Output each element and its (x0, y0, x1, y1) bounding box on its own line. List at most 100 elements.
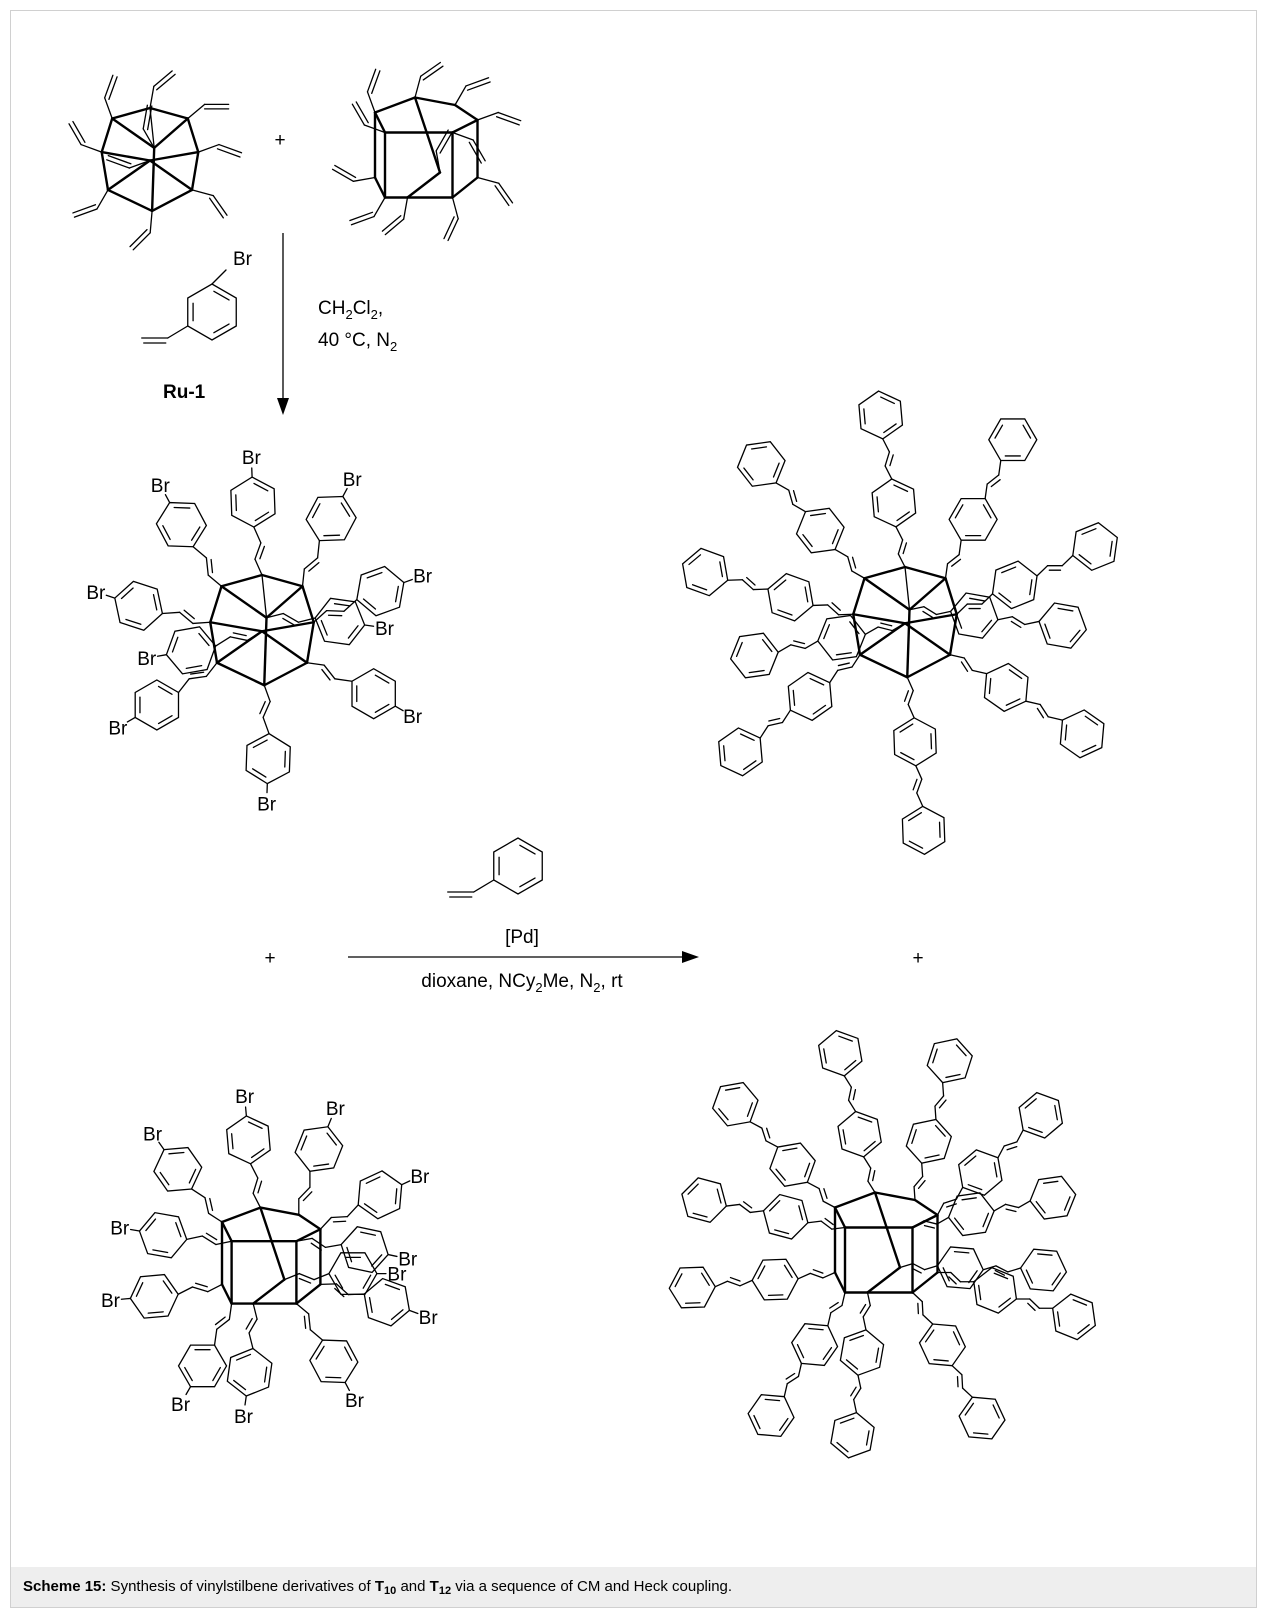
benzene-ring (1018, 1091, 1064, 1139)
benzene-ring (493, 837, 543, 895)
benzene-ring (767, 572, 814, 622)
benzene-ring (309, 1339, 359, 1384)
benzene-ring (305, 495, 357, 542)
bromine-label: Br (403, 707, 423, 728)
benzene-ring (983, 662, 1029, 713)
bromine-label: Br (387, 1265, 407, 1286)
benzene-ring (830, 1411, 875, 1459)
benzene-ring (114, 580, 164, 631)
vinylstilbene-cage-t10 (681, 390, 1118, 856)
benzene-ring (155, 501, 208, 548)
benzene-ring (134, 679, 180, 731)
benzene-ring (858, 390, 904, 440)
cm-conditions-temperature: 40 °C, N2 (318, 330, 397, 354)
benzene-ring (245, 732, 291, 785)
benzene-ring (747, 1393, 795, 1438)
cm-conditions-solvent: CH2Cl2, (318, 298, 383, 322)
plus-sign-left: + (264, 948, 275, 969)
dodecavinyl-cage-t12 (331, 61, 522, 242)
bromine-label: Br (171, 1395, 191, 1416)
benzene-ring (936, 1246, 984, 1290)
heck-reaction-arrow (348, 951, 699, 963)
benzene-ring (948, 497, 998, 541)
benzene-ring (905, 1118, 953, 1164)
bromine-label: Br (235, 1087, 255, 1108)
benzene-ring (1059, 709, 1105, 759)
benzene-ring (893, 717, 937, 767)
benzene-ring (918, 1323, 967, 1367)
scheme-frame (10, 10, 1257, 1608)
caption-label: Scheme 15: (23, 1578, 107, 1595)
benzene-ring (762, 1193, 809, 1240)
octavinyl-cage-t10 (68, 70, 243, 251)
bromine-label: Br (110, 1219, 130, 1240)
benzene-ring (817, 1029, 863, 1077)
benzene-ring (901, 805, 946, 856)
benzene-ring (947, 1192, 995, 1237)
caption-text-before: Synthesis of vinylstilbene derivatives o… (106, 1578, 375, 1595)
bromine-label: Br (419, 1308, 439, 1329)
benzene-ring (751, 1258, 799, 1301)
bromine-label: Br (101, 1291, 121, 1312)
bromine-label: Br (86, 583, 106, 604)
benzene-ring (340, 1226, 389, 1274)
benzene-ring (165, 626, 217, 675)
benzene-ring (790, 1323, 839, 1367)
benzene-ring (177, 1344, 228, 1388)
bromine-label: Br (151, 476, 171, 497)
benzene-ring (328, 1252, 378, 1296)
benzene-ring (837, 1110, 882, 1158)
benzene-ring (1029, 1175, 1077, 1220)
benzene-ring (226, 1347, 273, 1397)
benzene-ring (769, 1142, 816, 1187)
heck-conditions-label: dioxane, NCy2Me, N2, rt (421, 971, 623, 995)
benzene-ring (363, 1277, 411, 1327)
vinylstilbene-cage-t12 (668, 1029, 1097, 1459)
benzene-ring (718, 727, 763, 777)
bromine-label: Br (137, 649, 157, 670)
bromine-label: Br (326, 1099, 346, 1120)
bromostyrene-br-label: Br (233, 249, 253, 270)
bromine-label: Br (108, 718, 128, 739)
caption-text-after: via a sequence of CM and Heck coupling. (451, 1578, 733, 1595)
benzene-ring (926, 1038, 973, 1084)
styrene-reagent (447, 837, 543, 898)
benzene-ring (1051, 1293, 1097, 1341)
benzene-ring (871, 478, 917, 528)
benzene-ring (949, 592, 999, 639)
figure-caption: Scheme 15: Synthesis of vinylstilbene de… (11, 1567, 1256, 1607)
cm-reaction-arrow (277, 233, 289, 415)
bromine-label: Br (257, 795, 277, 816)
bromine-label: Br (234, 1407, 254, 1428)
benzene-ring (230, 476, 276, 528)
benzene-ring (1072, 522, 1118, 572)
caption-compound-b: T12 (429, 1578, 452, 1597)
plus-sign-top: + (274, 130, 285, 151)
plus-sign-right: + (912, 948, 923, 969)
benzene-ring (357, 1170, 403, 1220)
benzene-ring (958, 1149, 1003, 1196)
benzene-ring (1019, 1248, 1068, 1292)
benzene-ring (681, 547, 729, 597)
benzene-ring (314, 597, 366, 646)
caption-text-mid: and (396, 1578, 430, 1595)
bromine-label: Br (398, 1250, 418, 1271)
benzene-ring (356, 565, 405, 617)
benzene-ring (129, 1273, 179, 1319)
bromostyrene-reagent (141, 269, 237, 344)
benzene-ring (226, 1115, 271, 1165)
benzene-ring (153, 1146, 203, 1192)
benzene-ring (839, 1329, 885, 1376)
benzene-ring (787, 671, 833, 722)
bromine-label: Br (343, 470, 363, 491)
benzene-ring (729, 632, 779, 679)
pd-catalyst-label: [Pd] (505, 927, 539, 948)
benzene-ring (294, 1126, 344, 1172)
benzene-ring (1038, 602, 1088, 649)
bromine-label: Br (413, 567, 433, 588)
ru-catalyst-label: Ru-1 (163, 382, 206, 403)
benzene-ring (736, 441, 786, 487)
